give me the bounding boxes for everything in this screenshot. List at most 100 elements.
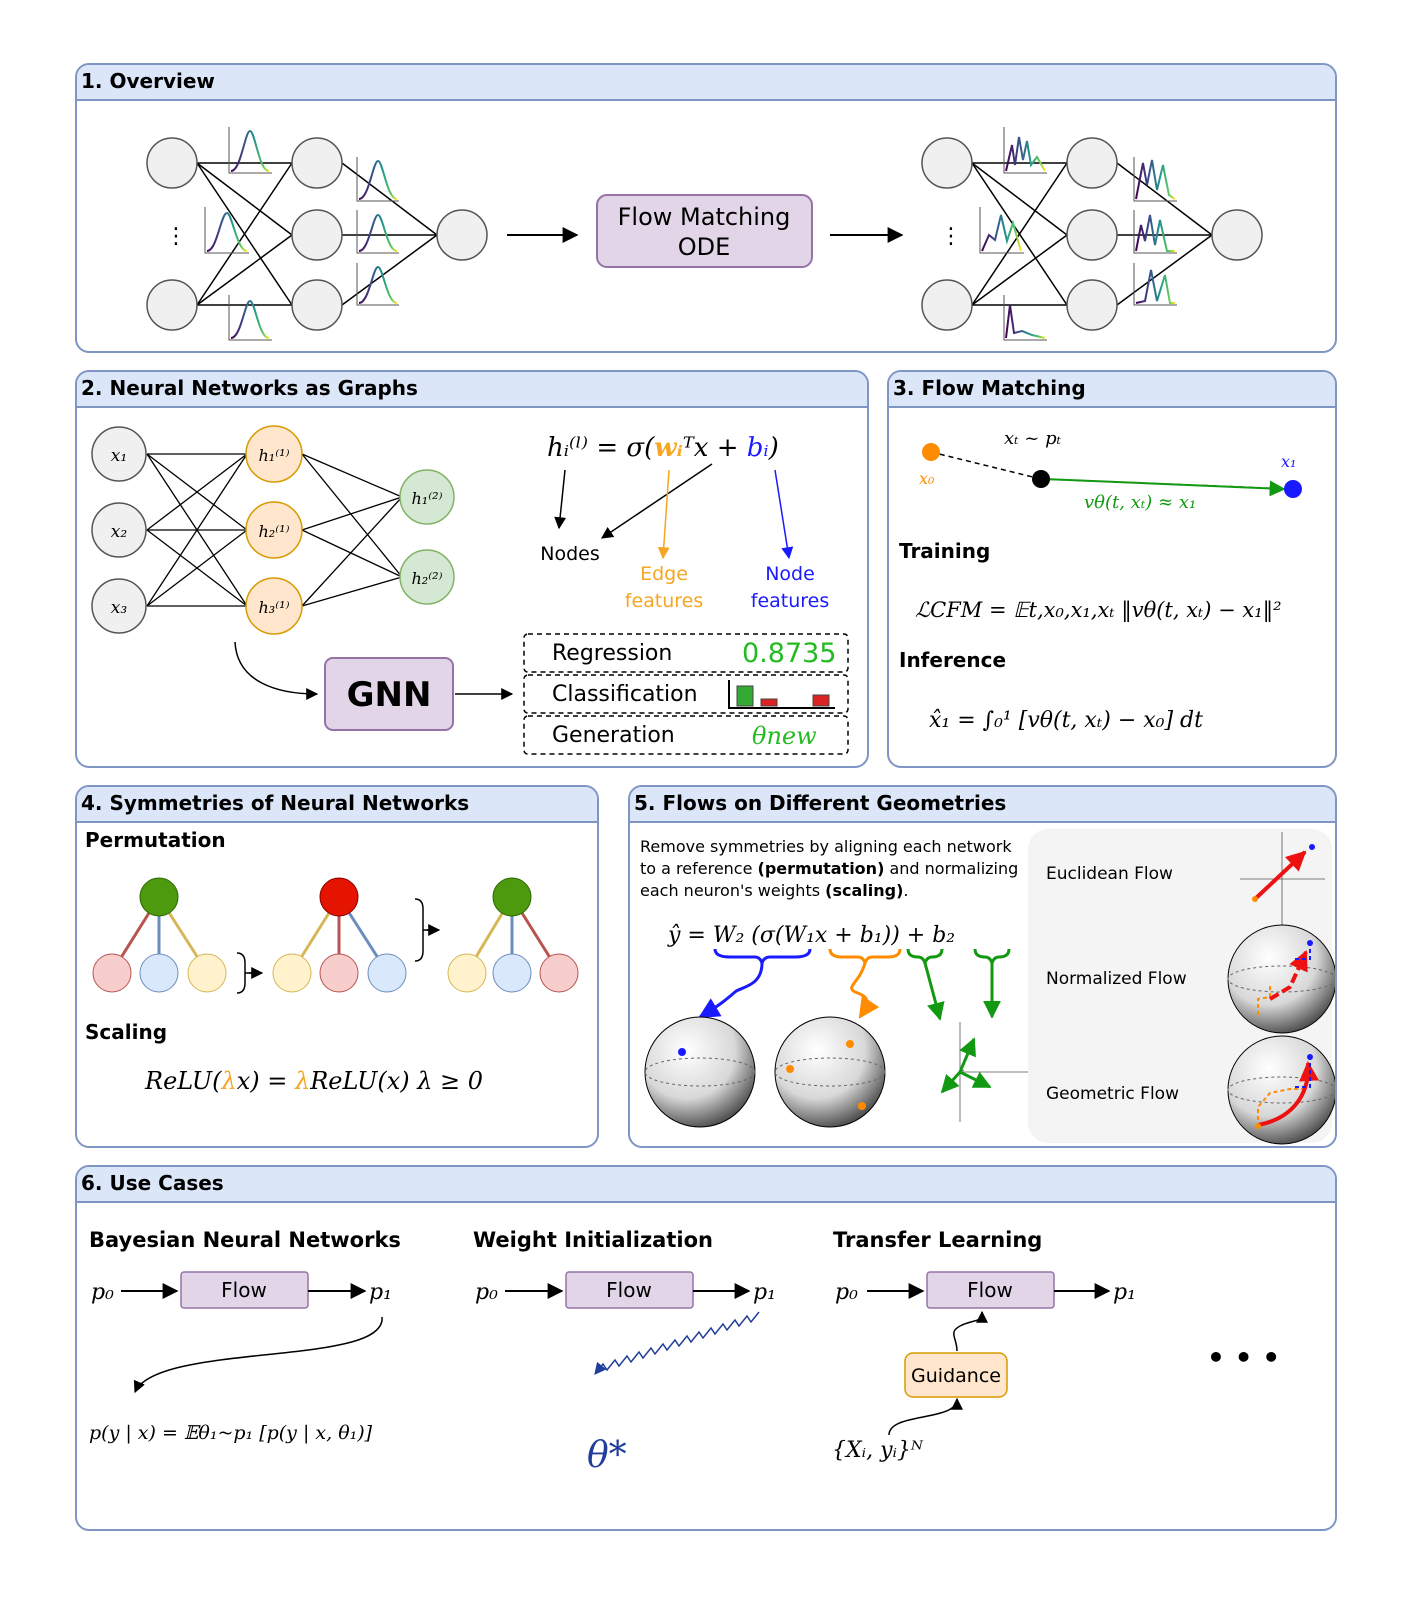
hidden1-node [245,577,303,635]
nn-graphs-panel: 2. Neural Networks as Graphs [75,370,869,768]
scaling-heading: Scaling [85,1020,167,1044]
overview-dots-right: ⋮ [940,224,962,249]
neuron-red [319,953,359,993]
guidance-box [904,1352,1008,1398]
generation-value: θnew [752,722,817,750]
ode-line1: Flow Matching [618,203,791,231]
overview-left-node [291,137,343,189]
neuron-red [539,953,579,993]
overview-title: 1. Overview [81,69,215,93]
geometries-title: 5. Flows on Different Geometries [634,791,1007,815]
input-node [91,578,147,634]
normalized-flow-label: Normalized Flow [1046,969,1187,989]
geo-desc-line1: Remove symmetries by aligning each netwo… [640,837,1012,856]
output-node-changed [319,877,359,917]
regression-value: 0.8735 [742,638,836,669]
bnn-p1: p₁ [369,1280,392,1305]
output-node [139,877,179,917]
x1-label: x₁ [1281,452,1296,471]
ode-line2: ODE [678,233,731,261]
overview-diagram: ⋮ Flow Matching ODE [146,127,1263,341]
flow-matching-ode-box [596,194,813,268]
inference-integral: x̂₁ = ∫₀¹ [vθ(t, xₜ) − x₀] dt [929,708,1203,733]
x0-point [922,443,940,461]
flow-matching-title: 3. Flow Matching [893,376,1086,400]
overview-right-node [1066,209,1118,261]
overview-header: 1. Overview [77,65,1335,101]
neuron-blue [367,953,407,993]
hidden2-node [399,469,455,525]
flow-matching-panel: 3. Flow Matching xₜ ~ pₜ x₀ x₁ vθ(t, xₜ)… [887,370,1337,768]
x0-label: x₀ [919,469,935,488]
distribution-curves-right [981,136,1176,339]
input-node [91,426,147,482]
init-flow-label: Flow [606,1278,652,1302]
input-label-1: x₁ [111,446,127,466]
transfer-flow-label: Flow [967,1278,1013,1302]
hidden1-label-3: h₃⁽¹⁾ [259,598,290,617]
overview-left-node [436,209,488,261]
classification-label: Classification [552,682,698,707]
geo-desc-line2: to a reference (permutation) and normali… [640,859,1018,878]
hidden2-node [399,549,455,605]
bnn-heading: Bayesian Neural Networks [89,1228,401,1252]
gnn-label: GNN [347,675,432,715]
cfm-loss: ℒCFM = 𝔼t,x₀,x₁,xₜ ‖vθ(t, xₜ) − x₁‖² [915,598,1282,623]
generation-box [523,715,849,755]
geometries-diagram: Remove symmetries by aligning each netwo… [640,829,1335,1145]
hidden2-label-2: h₂⁽²⁾ [412,569,443,588]
overview-right-node [1211,209,1263,261]
edge-features-label-1: Edge [640,563,688,585]
nn-graphs-title: 2. Neural Networks as Graphs [81,376,418,400]
init-p0: p₀ [475,1280,498,1305]
xt-label: xₜ ~ pₜ [1004,428,1062,449]
more-use-cases-ellipsis: • • • [1207,1341,1280,1374]
hidden1-label-2: h₂⁽¹⁾ [259,522,290,541]
geometries-panel: 5. Flows on Different Geometries Remove … [628,785,1337,1148]
symmetries-header: 4. Symmetries of Neural Networks [77,787,597,823]
input-node [91,502,147,558]
use-cases-panel: 6. Use Cases Bayesian Neural Networks p₀… [75,1165,1337,1531]
gnn-box [324,657,454,731]
input-label-2: x₂ [111,522,128,542]
nn-graphs-header: 2. Neural Networks as Graphs [77,372,867,408]
neuron-yellow [187,953,227,993]
overview-right-node [1066,279,1118,331]
neuron-yellow [447,953,487,993]
theta-star: θ* [587,1435,627,1476]
overview-left-node [291,209,343,261]
euclidean-flow-label: Euclidean Flow [1046,864,1173,884]
regression-box [523,633,849,673]
output-node [492,877,532,917]
euclidean-axes [1240,832,1325,925]
x1-point [1284,480,1302,498]
init-p1: p₁ [753,1280,776,1305]
overview-right-node [1066,137,1118,189]
bnn-p0: p₀ [91,1280,114,1305]
edge-features-label-2: features [625,590,704,612]
geometries-header: 5. Flows on Different Geometries [630,787,1335,823]
node-features-label-1: Node [765,563,815,585]
nodes-label: Nodes [540,543,600,565]
bnn-flow-label: Flow [221,1278,267,1302]
xt-point [1032,470,1050,488]
use-cases-title: 6. Use Cases [81,1171,224,1195]
sphere-weights [644,1016,756,1128]
nn-graph-diagram: x₁ x₂ x₃ h₁⁽¹⁾ h₂⁽¹⁾ h₃⁽¹⁾ h₁⁽²⁾ h₂⁽²⁾ h… [91,425,849,755]
neuron-red [92,953,132,993]
flow-matching-diagram: xₜ ~ pₜ x₀ x₁ vθ(t, xₜ) ≈ x₁ Training ℒC… [899,428,1302,733]
regression-label: Regression [552,641,672,666]
init-heading: Weight Initialization [473,1228,713,1252]
overview-left-node [146,279,198,331]
inference-heading: Inference [899,648,1006,672]
normalized-sphere [1227,924,1335,1034]
relu-equation: ReLU(λx) = λReLU(x) λ ≥ 0 [144,1067,483,1095]
hidden2-label-1: h₁⁽²⁾ [412,489,443,508]
geometric-flow-label: Geometric Flow [1046,1084,1179,1104]
input-label-3: x₃ [111,598,128,618]
neuron-blue [492,953,532,993]
permute-brace-2 [414,898,431,962]
transfer-p1: p₁ [1113,1280,1136,1305]
generation-label: Generation [552,723,675,748]
node-formula: hᵢ⁽ˡ⁾ = σ(wᵢᵀx + bᵢ) [547,433,779,463]
